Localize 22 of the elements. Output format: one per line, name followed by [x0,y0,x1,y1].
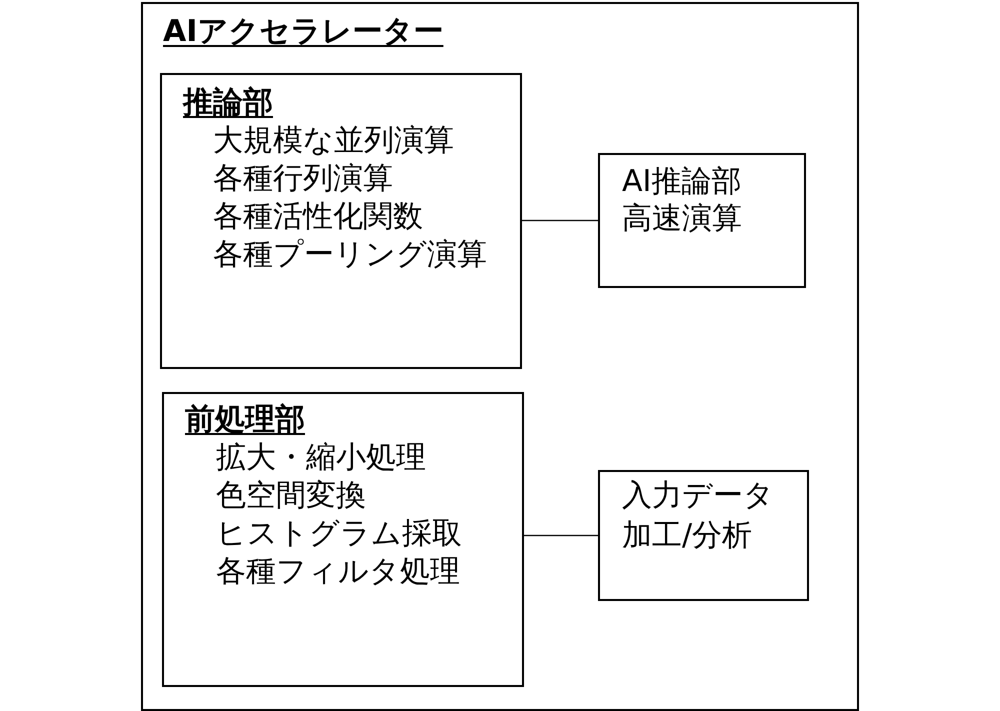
box-text: 加工/分析 [622,517,752,555]
module-box [598,470,809,601]
list-item: 各種フィルタ処理 [216,553,460,591]
section-heading: AIアクセラレーター [163,13,444,51]
list-item: 拡大・縮小処理 [216,439,426,477]
list-item: 各種活性化関数 [213,198,423,236]
connector-line [524,534,598,536]
box-text: AI推論部 [622,163,742,200]
connector-line [522,220,598,222]
list-item: 各種プーリング演算 [213,236,487,274]
list-item: 各種行列演算 [213,160,393,198]
box-text: 入力データ [622,477,774,515]
module-box [160,73,522,369]
list-item: 大規模な並列演算 [213,122,454,160]
section-heading: 前処理部 [185,401,305,439]
outer-frame [141,2,859,711]
module-box [598,153,806,288]
module-box [162,392,524,687]
list-item: ヒストグラム採取 [216,515,462,553]
list-item: 色空間変換 [216,477,366,515]
section-heading: 推論部 [183,84,273,122]
box-text: 高速演算 [622,200,742,237]
